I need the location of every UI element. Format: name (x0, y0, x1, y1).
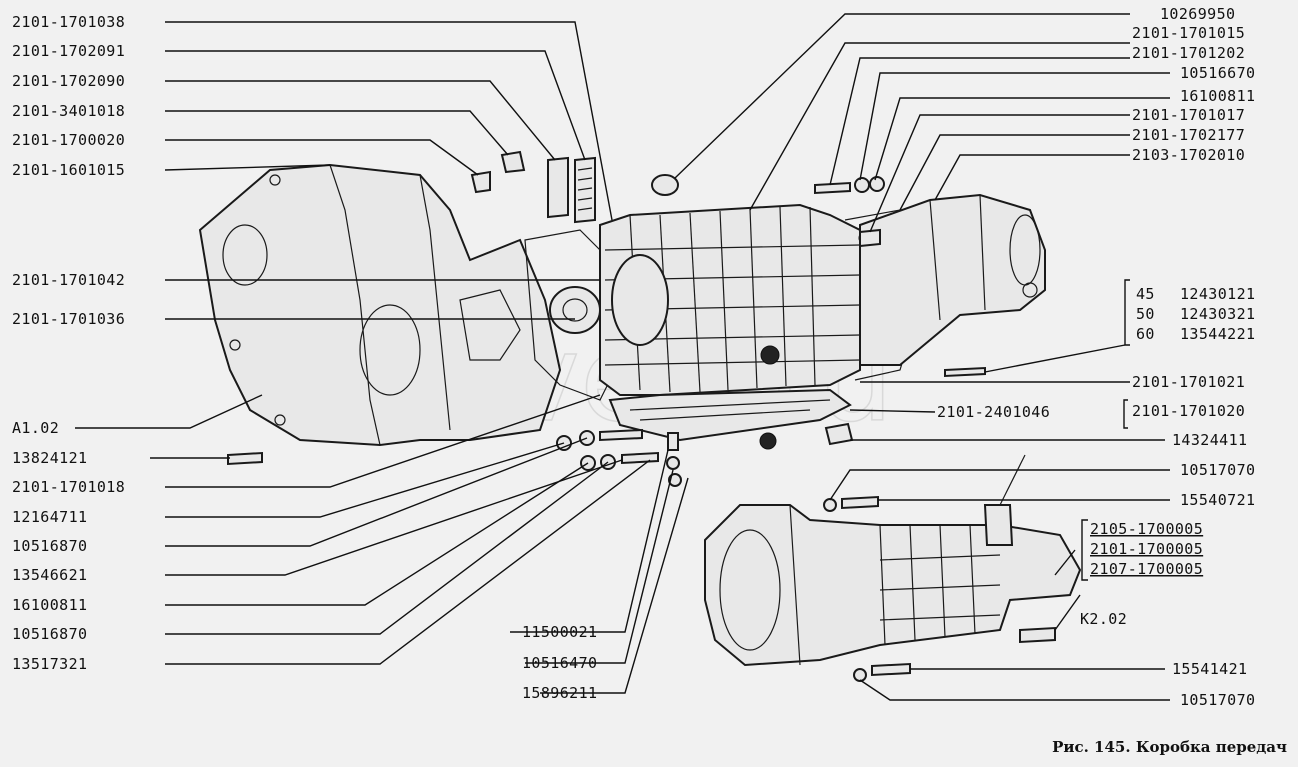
part-number-label: A1.02 (12, 419, 59, 437)
right-labels: 10269950 2101-1701015 2101-1701202 10516… (1132, 5, 1255, 709)
part-number-label: 15896211 (522, 684, 597, 702)
size-value: 45 (1136, 285, 1155, 303)
part-number-label: 15540721 (1180, 491, 1255, 509)
part-number-label: 2101-1702177 (1132, 126, 1245, 144)
bottom-center-labels: 11500021 10516470 15896211 (522, 623, 597, 702)
part-number-label: 16100811 (1180, 87, 1255, 105)
left-labels: 2101-1701038 2101-1702091 2101-1702090 2… (12, 13, 125, 673)
part-number-label: 10517070 (1180, 461, 1255, 479)
front-gasket-drawing (524, 229, 611, 401)
bottom-cover-drawing (608, 388, 852, 442)
part-number-label: 2101-1701036 (12, 310, 125, 328)
size-value: 50 (1136, 305, 1155, 323)
part-number-label: 2101-1701018 (12, 478, 125, 496)
part-number-label: 2101-1701021 (1132, 373, 1245, 391)
part-number-label: 2103-1702010 (1132, 146, 1245, 164)
part-number-label: 2101-1701038 (12, 13, 125, 31)
part-number-label: 15541421 (1172, 660, 1247, 678)
part-number-label: 11500021 (522, 623, 597, 641)
part-number-label: 10516670 (1180, 64, 1255, 82)
part-number-label: 16100811 (12, 596, 87, 614)
cover-bracket (1123, 399, 1128, 429)
variants-bracket (1081, 519, 1088, 581)
figure-caption: Рис. 145. Коробка передач (1052, 738, 1287, 756)
part-number-label: 14324411 (1172, 431, 1247, 449)
variant-part-number: 2101-1700005 (1090, 540, 1203, 558)
part-number-label: 2101-3401018 (12, 102, 125, 120)
gearbox-variants: 2105-1700005 2101-1700005 2107-1700005 K… (1080, 520, 1203, 628)
part-number-label: 12164711 (12, 508, 87, 526)
part-number-label: 13824121 (12, 449, 87, 467)
part-number-label: 2101-2401046 (937, 403, 1050, 421)
assembled-gearbox-drawing (704, 454, 1082, 667)
part-number-label: 10517070 (1180, 691, 1255, 709)
bearing-cover-drawing (549, 286, 601, 334)
part-number-label: 2101-1702090 (12, 72, 125, 90)
size-group-table: 45 12430121 50 12430321 60 13544221 (1136, 285, 1255, 343)
part-number-label: 10516470 (522, 654, 597, 672)
part-number-label: 13546621 (12, 566, 87, 584)
part-number-label: 13517321 (12, 655, 87, 673)
part-number-label: 2101-1701015 (1132, 24, 1245, 42)
size-group-bracket (1124, 279, 1130, 346)
rear-extension-drawing (858, 193, 1046, 366)
part-number-label: 10516870 (12, 625, 87, 643)
part-number-label: 2101-1701202 (1132, 44, 1245, 62)
size-part-number: 12430321 (1180, 305, 1255, 323)
part-number-label: 2101-1702091 (12, 42, 125, 60)
assembly-code-label: K2.02 (1080, 610, 1127, 628)
part-number-label: 2101-1701020 (1132, 402, 1245, 420)
part-number-label: 2101-1701042 (12, 271, 125, 289)
variant-part-number: 2105-1700005 (1090, 520, 1203, 538)
gearbox-case-drawing (599, 203, 861, 396)
size-value: 60 (1136, 325, 1155, 343)
part-number-label: 2101-1700020 (12, 131, 125, 149)
clutch-housing-drawing (198, 163, 562, 447)
leader-lines (75, 13, 1170, 701)
variant-part-number: 2107-1700005 (1090, 560, 1203, 578)
part-number-label: 2101-1701017 (1132, 106, 1245, 124)
part-number-label: 2101-1601015 (12, 161, 125, 179)
part-number-label: 10516870 (12, 537, 87, 555)
part-number-label: 10269950 (1160, 5, 1235, 23)
size-part-number: 12430121 (1180, 285, 1255, 303)
size-part-number: 13544221 (1180, 325, 1255, 343)
